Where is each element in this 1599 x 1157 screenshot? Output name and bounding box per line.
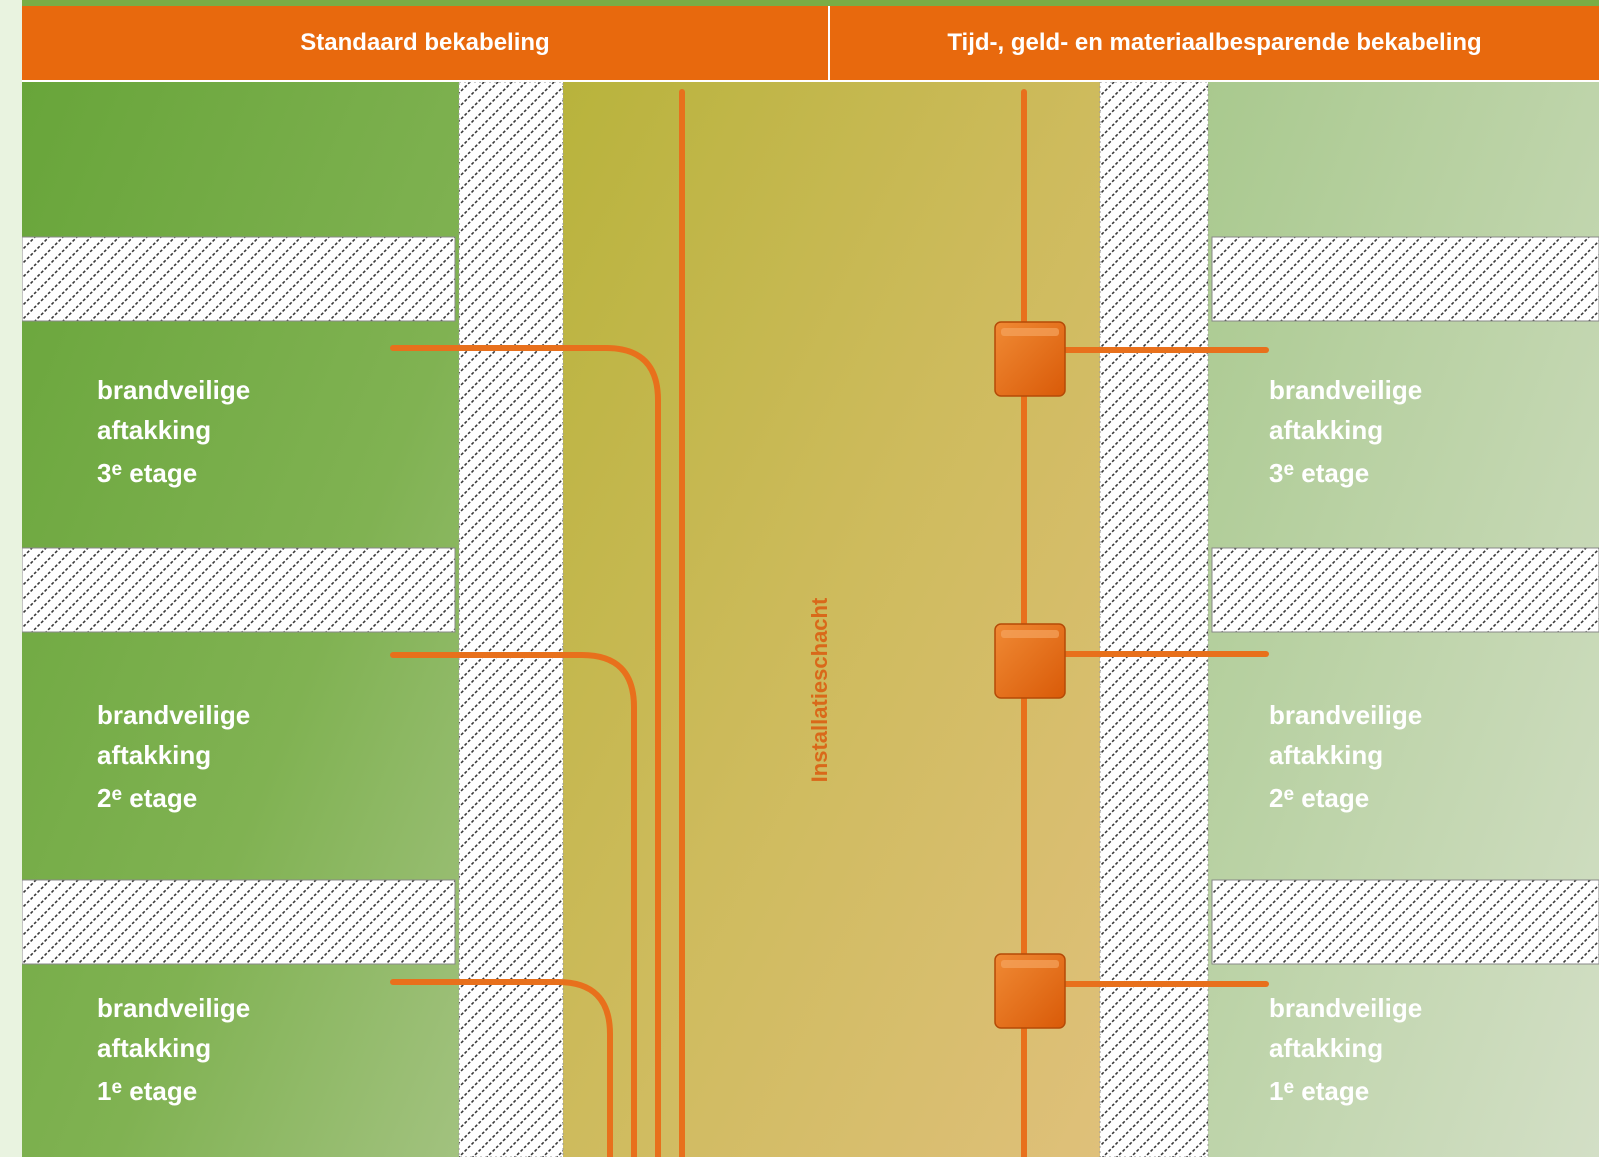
label-line2: aftakking — [1269, 1033, 1384, 1063]
floor-slab-left-4 — [22, 236, 456, 322]
junction-box-floor-1 — [994, 953, 1066, 1029]
standard-cable-floor-3 — [390, 345, 661, 1157]
label-floor: 3e etage — [97, 458, 198, 488]
standard-cable-floor-1 — [390, 979, 613, 1157]
label-line2: aftakking — [1269, 740, 1384, 770]
label-line2: aftakking — [97, 740, 212, 770]
label-line1: brandveilige — [1269, 375, 1423, 405]
floor-slab-right-3 — [1211, 547, 1599, 633]
label-floor: 3e etage — [1269, 458, 1370, 488]
left-label-floor-1: brandveilige aftakking 1e etage — [97, 988, 250, 1111]
header-standard-cabling: Standaard bekabeling — [22, 6, 830, 80]
cabling-diagram — [22, 82, 1599, 1157]
label-line1: brandveilige — [97, 375, 251, 405]
right-label-floor-2: brandveilige aftakking 2e etage — [1269, 695, 1422, 818]
label-line2: aftakking — [97, 1033, 212, 1063]
right-label-floor-3: brandveilige aftakking 3e etage — [1269, 370, 1422, 493]
header-saving-cabling: Tijd-, geld- en materiaalbesparende beka… — [830, 6, 1599, 80]
junction-box-floor-3 — [994, 321, 1066, 397]
label-floor: 1e etage — [1269, 1076, 1370, 1106]
shaft-label: Installatieschacht — [807, 597, 832, 783]
label-floor: 1e etage — [97, 1076, 198, 1106]
label-line1: brandveilige — [1269, 700, 1423, 730]
label-line2: aftakking — [97, 415, 212, 445]
standard-cable-floor-2 — [390, 652, 637, 1157]
left-shaft-wall — [458, 82, 564, 1157]
label-line2: aftakking — [1269, 415, 1384, 445]
left-label-floor-3: brandveilige aftakking 3e etage — [97, 370, 250, 493]
label-floor: 2e etage — [97, 783, 198, 813]
label-line1: brandveilige — [97, 700, 251, 730]
floor-slab-right-4 — [1211, 236, 1599, 322]
left-label-floor-2: brandveilige aftakking 2e etage — [97, 695, 250, 818]
right-label-floor-1: brandveilige aftakking 1e etage — [1269, 988, 1422, 1111]
label-floor: 2e etage — [1269, 783, 1370, 813]
floor-slab-left-3 — [22, 547, 456, 633]
right-shaft-wall — [1099, 82, 1209, 1157]
floor-slab-right-2 — [1211, 879, 1599, 965]
label-line1: brandveilige — [1269, 993, 1423, 1023]
floor-slab-left-2 — [22, 879, 456, 965]
junction-box-floor-2 — [994, 623, 1066, 699]
header-bar: Standaard bekabeling Tijd-, geld- en mat… — [22, 6, 1599, 82]
label-line1: brandveilige — [97, 993, 251, 1023]
top-accent-line — [22, 0, 1599, 6]
